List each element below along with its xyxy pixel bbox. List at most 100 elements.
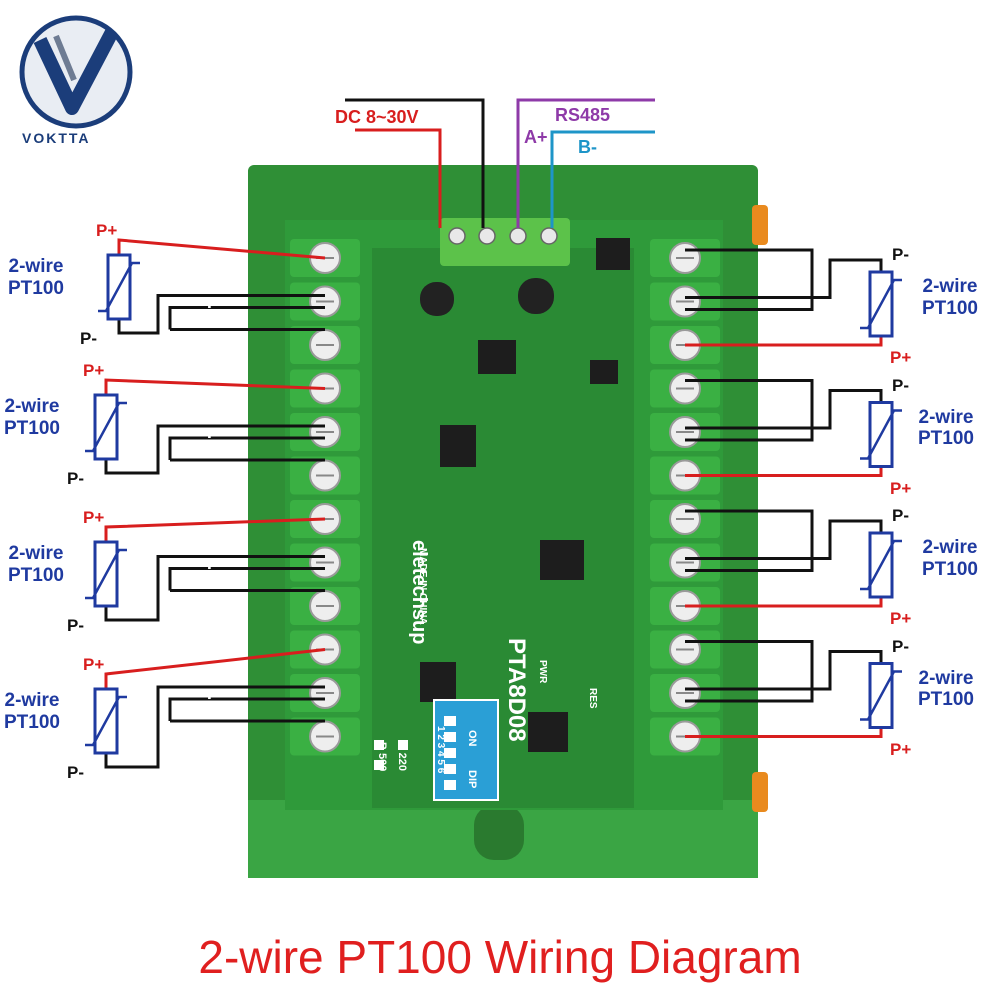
wire-label: wire (192, 303, 231, 325)
top-wires (345, 98, 655, 228)
p-minus-wire (685, 258, 883, 299)
wire-label: wire (758, 396, 797, 418)
p-plus-wire (685, 466, 883, 477)
bus-a-label: A+ (524, 127, 548, 147)
p-plus-label: P+ (83, 655, 105, 674)
p-plus-label: P+ (83, 508, 105, 527)
wire-label: wire (192, 695, 231, 716)
sensor-type-line1: 2-wire (918, 667, 974, 689)
sensor-type-line1: 2-wire (922, 276, 978, 297)
pt100-resistor-icon (860, 401, 902, 468)
dip-on-label: ON (466, 730, 478, 747)
board-model: PTA8D08 (503, 638, 530, 742)
jumper-wire (685, 640, 814, 703)
bus-b-label: B- (578, 137, 597, 157)
sensor-type-line1: 2-wire (8, 543, 64, 564)
dip-numbers: 1 2 3 4 5 6 (435, 726, 446, 774)
power-label: DC 8~30V (335, 107, 419, 127)
sensor-type-line2: PT100 (4, 711, 60, 733)
p-plus-wire (685, 597, 883, 608)
sensor-type-line2: PT100 (8, 277, 64, 299)
p-plus-wire (685, 336, 883, 347)
resistor-b-label: B 500 (376, 742, 388, 772)
p-minus-wire (685, 650, 883, 691)
sensor-type-line2: PT100 (4, 417, 60, 439)
brand-name: VOKTTA (22, 130, 91, 146)
sensor-type-line2: PT100 (8, 564, 64, 586)
p-plus-wire (117, 238, 326, 260)
p-plus-wire (104, 648, 326, 689)
wire-label: wire (758, 657, 797, 679)
diagram-title: 2-wire PT100 Wiring Diagram (198, 931, 802, 983)
p-minus-label: P- (892, 636, 909, 656)
wire-label: wire (758, 266, 797, 287)
p-plus-label: P+ (890, 739, 912, 759)
p-minus-label: P- (892, 506, 909, 525)
p-minus-wire (104, 685, 325, 769)
pt100-resistor-icon (860, 270, 902, 338)
pt100-resistor-icon (860, 662, 902, 729)
p-minus-wire (104, 555, 325, 622)
sensor-type-line2: PT100 (922, 297, 978, 319)
board-components (374, 238, 630, 801)
sensor-type-line1: 2-wire (922, 537, 978, 558)
sensor-type-line2: PT100 (922, 558, 978, 580)
pt100-resistor-icon (860, 531, 902, 599)
jumper-wire (685, 379, 814, 442)
pt100-sensors (85, 253, 902, 755)
p-minus-label: P- (67, 763, 84, 782)
wire-label: wire (192, 564, 231, 586)
wire-label: wire (192, 434, 231, 455)
p-plus-label: P+ (83, 361, 105, 380)
p-minus-label: P- (80, 329, 97, 348)
p-minus-label: P- (892, 375, 909, 395)
sensor-wires (104, 238, 883, 769)
p-minus-label: P- (892, 245, 909, 264)
p-plus-label: P+ (890, 348, 912, 367)
p-minus-wire (104, 424, 325, 475)
p-plus-label: P+ (890, 478, 912, 498)
pt100-resistor-icon (98, 253, 140, 321)
p-plus-label: P+ (96, 221, 118, 240)
top-terminal-block (440, 218, 570, 266)
p-plus-wire (104, 517, 326, 542)
pwr-label: PWR (537, 660, 548, 684)
sensor-type-line1: 2-wire (918, 406, 974, 428)
resistor-a-label: A 220 (396, 742, 408, 771)
jumper-wire (685, 509, 814, 572)
brand-logo (19, 15, 133, 129)
p-plus-label: P+ (890, 609, 912, 628)
rs485-label: RS485 (555, 105, 611, 125)
pt100-resistor-icon (85, 687, 127, 755)
jumper-wire (168, 697, 325, 721)
pt100-resistor-icon (85, 540, 127, 608)
sensor-type-line1: 2-wire (4, 690, 60, 711)
p-plus-wire (685, 727, 883, 738)
jumper-wire (168, 306, 325, 330)
wire-label: wire (758, 527, 797, 548)
p-plus-wire (104, 378, 326, 395)
jumper-wire (685, 248, 814, 311)
p-minus-label: P- (67, 469, 84, 488)
sensor-type-line2: PT100 (918, 689, 974, 711)
p-minus-wire (685, 519, 883, 560)
res-label: RES (587, 688, 598, 709)
p-minus-wire (117, 294, 325, 335)
sensor-type-line1: 2-wire (8, 256, 64, 277)
sensor-type-line1: 2-wire (4, 396, 60, 417)
p-minus-wire (685, 389, 883, 430)
dip-label: DIP (466, 770, 478, 789)
made-in-label: MADE IN CHINA (417, 548, 428, 625)
pt100-resistor-icon (85, 393, 127, 461)
jumper-wire (168, 436, 325, 460)
p-minus-label: P- (67, 616, 84, 635)
